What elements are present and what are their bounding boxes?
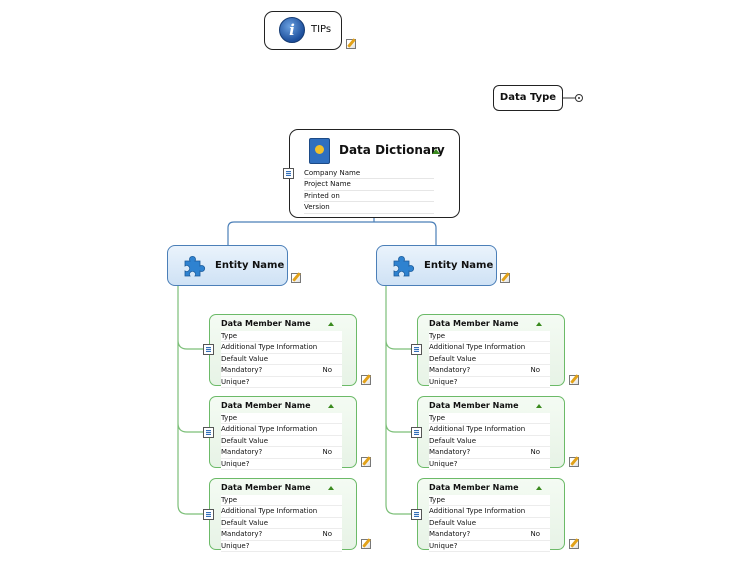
field-row: Additional Type Information [429, 506, 550, 518]
note-icon[interactable] [361, 539, 371, 549]
field-version: Version [304, 202, 434, 214]
field-row: Type [429, 413, 550, 425]
puzzle-icon [184, 256, 205, 277]
note-icon[interactable] [569, 539, 579, 549]
note-icon[interactable] [569, 375, 579, 385]
collapse-caret-icon[interactable] [328, 404, 334, 408]
field-row: Type [221, 495, 342, 507]
data-member-node[interactable]: Data Member Name Type Additional Type In… [209, 396, 357, 470]
field-row: Default Value [221, 436, 342, 448]
info-icon: i [279, 17, 305, 43]
field-row: Unique? [221, 377, 342, 388]
field-row: Unique? [221, 541, 342, 552]
field-row: Additional Type Information [221, 506, 342, 518]
note-icon[interactable] [361, 375, 371, 385]
field-row: Default Value [221, 354, 342, 366]
book-icon [309, 138, 330, 164]
collapse-caret-icon[interactable] [432, 149, 440, 154]
note-icon[interactable] [291, 273, 301, 283]
table-icon[interactable] [411, 344, 422, 355]
entity-node[interactable]: Entity Name [376, 245, 497, 286]
entity-label: Entity Name [424, 260, 494, 271]
data-member-node[interactable]: Data Member Name Type Additional Type In… [417, 478, 565, 552]
field-project-name: Project Name [304, 179, 434, 191]
collapse-caret-icon[interactable] [328, 486, 334, 490]
data-dictionary-node[interactable]: Data Dictionary Company Name Project Nam… [289, 129, 460, 218]
data-member-fields: Type Additional Type Information Default… [221, 495, 342, 552]
table-icon[interactable] [203, 509, 214, 520]
field-row: Additional Type Information [429, 342, 550, 354]
note-icon[interactable] [569, 457, 579, 467]
note-icon[interactable] [346, 39, 356, 49]
data-member-fields: Type Additional Type Information Default… [429, 331, 550, 388]
data-member-title: Data Member Name [429, 483, 519, 492]
field-row: Mandatory?No [221, 365, 342, 377]
field-row: Additional Type Information [221, 342, 342, 354]
table-icon[interactable] [203, 427, 214, 438]
data-member-node[interactable]: Data Member Name Type Additional Type In… [209, 314, 357, 388]
entity-label: Entity Name [215, 260, 285, 271]
puzzle-icon [393, 256, 414, 277]
field-row: Default Value [221, 518, 342, 530]
table-icon[interactable] [283, 168, 294, 179]
field-row: Additional Type Information [429, 424, 550, 436]
field-row: Type [429, 331, 550, 343]
collapse-caret-icon[interactable] [328, 322, 334, 326]
tips-label: TIPs [311, 24, 332, 35]
data-member-node[interactable]: Data Member Name Type Additional Type In… [209, 478, 357, 552]
tips-node[interactable]: i TIPs [264, 11, 342, 50]
field-row: Default Value [429, 518, 550, 530]
field-row: Default Value [429, 436, 550, 448]
field-row: Additional Type Information [221, 424, 342, 436]
field-row: Type [221, 413, 342, 425]
field-row: Unique? [429, 377, 550, 388]
data-member-title: Data Member Name [221, 483, 311, 492]
field-row: Unique? [221, 459, 342, 470]
data-member-fields: Type Additional Type Information Default… [429, 413, 550, 470]
collapse-caret-icon[interactable] [536, 486, 542, 490]
data-member-fields: Type Additional Type Information Default… [221, 413, 342, 470]
data-member-fields: Type Additional Type Information Default… [429, 495, 550, 552]
entity-node[interactable]: Entity Name [167, 245, 288, 286]
data-member-fields: Type Additional Type Information Default… [221, 331, 342, 388]
field-row: Default Value [429, 354, 550, 366]
field-row: Mandatory?No [221, 447, 342, 459]
collapse-caret-icon[interactable] [536, 322, 542, 326]
note-icon[interactable] [361, 457, 371, 467]
table-icon[interactable] [411, 509, 422, 520]
dictionary-title: Data Dictionary [339, 143, 445, 157]
dictionary-fields: Company Name Project Name Printed on Ver… [304, 168, 434, 214]
field-row: Mandatory?No [429, 447, 550, 459]
field-row: Unique? [429, 541, 550, 552]
field-printed-on: Printed on [304, 191, 434, 203]
field-row: Type [429, 495, 550, 507]
field-row: Mandatory?No [429, 529, 550, 541]
table-icon[interactable] [203, 344, 214, 355]
note-icon[interactable] [500, 273, 510, 283]
field-row: Mandatory?No [221, 529, 342, 541]
collapse-caret-icon[interactable] [536, 404, 542, 408]
field-row: Mandatory?No [429, 365, 550, 377]
data-member-title: Data Member Name [429, 401, 519, 410]
expand-collapse-icon[interactable] [575, 94, 583, 102]
data-member-title: Data Member Name [221, 401, 311, 410]
data-type-node[interactable]: Data Type [493, 85, 563, 111]
field-company-name: Company Name [304, 168, 434, 180]
data-member-title: Data Member Name [429, 319, 519, 328]
data-member-node[interactable]: Data Member Name Type Additional Type In… [417, 396, 565, 470]
field-row: Type [221, 331, 342, 343]
field-row: Unique? [429, 459, 550, 470]
data-member-node[interactable]: Data Member Name Type Additional Type In… [417, 314, 565, 388]
data-member-title: Data Member Name [221, 319, 311, 328]
table-icon[interactable] [411, 427, 422, 438]
